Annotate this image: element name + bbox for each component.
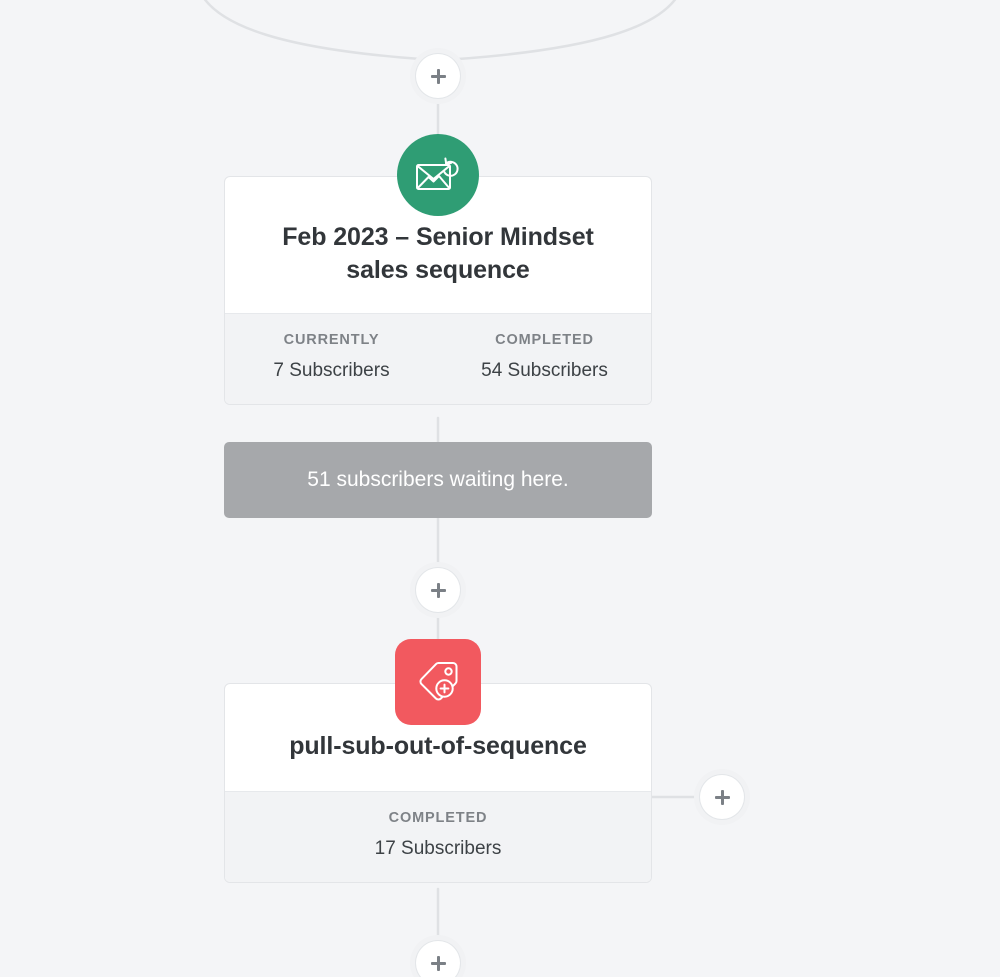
add-step-top-button[interactable] xyxy=(410,48,466,104)
step-title: Feb 2023 – Senior Mindset sales sequence xyxy=(225,177,651,313)
branch-wire-left xyxy=(203,0,422,61)
step-title-line-1: Feb 2023 – Senior Mindset xyxy=(282,223,594,251)
stat-label: COMPLETED xyxy=(388,810,488,826)
stat-completed: COMPLETED 54 Subscribers xyxy=(438,332,651,382)
step-title-line-2: sales sequence xyxy=(346,256,530,284)
plus-icon xyxy=(416,54,460,98)
waiting-subscribers-text: 51 subscribers waiting here. xyxy=(307,468,569,491)
waiting-subscribers-bar[interactable]: 51 subscribers waiting here. xyxy=(224,442,652,518)
stat-value: 17 Subscribers xyxy=(374,838,502,859)
plus-icon xyxy=(416,568,460,612)
branch-wire-right xyxy=(456,0,677,61)
stat-label: CURRENTLY xyxy=(283,332,380,348)
add-step-branch-button[interactable] xyxy=(694,769,750,825)
step-stats: COMPLETED 17 Subscribers xyxy=(225,791,651,882)
step-stats: CURRENTLY 7 Subscribers COMPLETED 54 Sub… xyxy=(225,313,651,404)
step-title-line-1: pull-sub-out-of-sequence xyxy=(289,732,587,760)
step-title: pull-sub-out-of-sequence xyxy=(225,684,651,791)
tag-plus-icon xyxy=(395,639,481,725)
stat-currently: CURRENTLY 7 Subscribers xyxy=(225,332,438,382)
stat-value: 54 Subscribers xyxy=(481,360,608,381)
plus-icon xyxy=(416,941,460,977)
add-step-bottom-button[interactable] xyxy=(410,935,466,977)
envelope-refresh-icon xyxy=(397,134,479,216)
stat-value: 7 Subscribers xyxy=(273,360,390,381)
stat-label: COMPLETED xyxy=(495,332,594,348)
stat-completed: COMPLETED 17 Subscribers xyxy=(225,810,651,860)
plus-icon xyxy=(700,775,744,819)
add-step-middle-button[interactable] xyxy=(410,562,466,618)
